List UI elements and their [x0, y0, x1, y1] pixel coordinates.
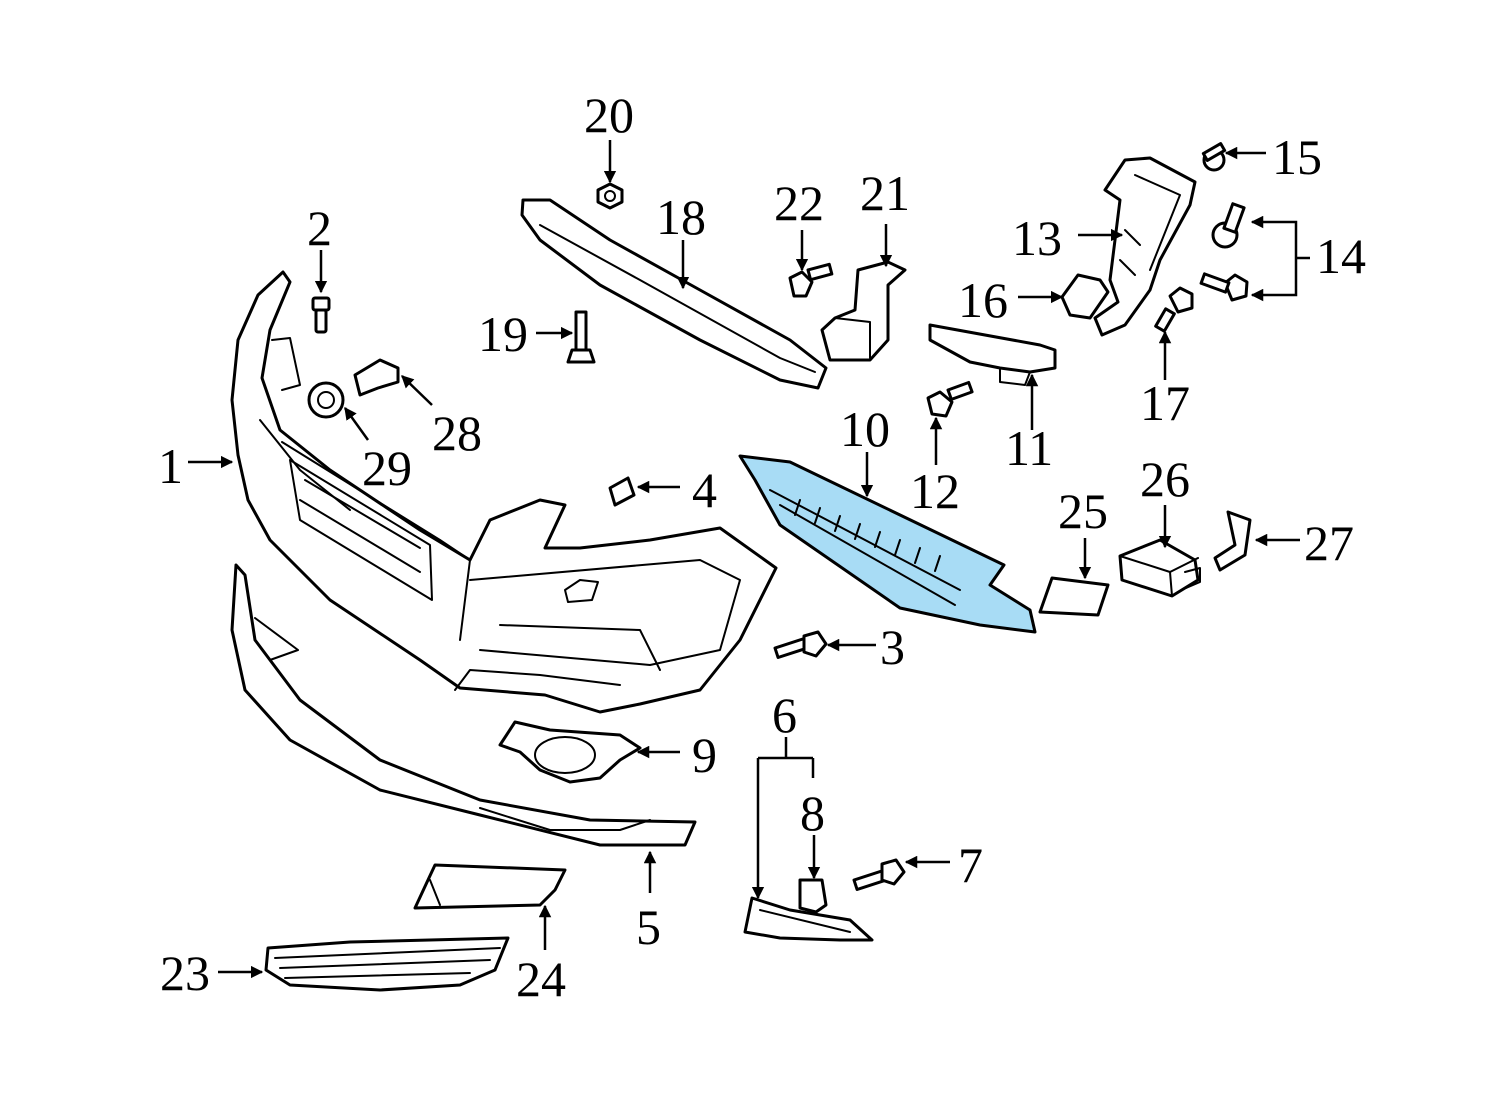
part-13-side-bracket	[1093, 156, 1197, 337]
part-22-bolt	[788, 262, 834, 298]
callout-7: 7	[958, 837, 983, 893]
part-12-bolt	[926, 380, 974, 418]
callout-16: 16	[958, 272, 1008, 328]
callout-17: 17	[1140, 375, 1190, 431]
part-25-plate	[1038, 576, 1110, 617]
callout-12: 12	[910, 463, 960, 519]
part-29-sensor-ring	[307, 381, 345, 419]
callout-24: 24	[516, 951, 566, 1007]
part-5-lower-spoiler	[230, 563, 697, 847]
leader-arrows	[188, 140, 1310, 979]
part-8-clip	[798, 878, 828, 914]
part-28-sensor	[353, 358, 400, 397]
part-23-lower-grille	[264, 936, 510, 992]
part-27-small-bracket	[1213, 510, 1252, 572]
callout-18: 18	[656, 189, 706, 245]
callout-3: 3	[880, 619, 905, 675]
part-21-bracket	[820, 260, 907, 362]
callout-2: 2	[307, 200, 332, 256]
part-16-clip	[1060, 273, 1110, 320]
callout-21: 21	[860, 165, 910, 221]
part-11-absorber	[928, 323, 1057, 386]
part-1-bumper-cover	[230, 270, 778, 714]
callout-5: 5	[636, 899, 661, 955]
callout-15: 15	[1272, 129, 1322, 185]
callout-14: 14	[1316, 228, 1366, 284]
callout-labels: 1 2 3 4 5 6 7 8 9 10 11 12 13 14 15 16 1…	[158, 87, 1366, 1007]
callout-28: 28	[432, 405, 482, 461]
callout-19: 19	[478, 306, 528, 362]
part-9-fog-bracket	[498, 720, 642, 784]
part-10-splash-shield	[738, 454, 1037, 634]
part-7-bolt	[852, 858, 906, 892]
part-2-pin	[311, 296, 331, 334]
part-17-bolt	[1154, 286, 1194, 333]
callout-20: 20	[584, 87, 634, 143]
callout-25: 25	[1058, 483, 1108, 539]
part-24-trim-panel	[413, 863, 567, 910]
callout-8: 8	[800, 785, 825, 841]
callout-26: 26	[1140, 451, 1190, 507]
callout-11: 11	[1005, 420, 1053, 476]
callout-22: 22	[774, 175, 824, 231]
part-6-deflector	[743, 896, 874, 942]
callout-6: 6	[772, 687, 797, 743]
callout-10: 10	[840, 401, 890, 457]
part-14-bolts	[1199, 202, 1249, 302]
callout-29: 29	[362, 440, 412, 496]
part-19-bolt	[566, 310, 596, 364]
part-15-bolt	[1201, 142, 1227, 172]
part-4-clip	[608, 476, 636, 507]
callout-27: 27	[1304, 515, 1354, 571]
callout-13: 13	[1012, 210, 1062, 266]
part-18-impact-bar	[520, 198, 828, 390]
part-26-module	[1118, 538, 1201, 598]
callout-1: 1	[158, 438, 183, 494]
callout-9: 9	[692, 727, 717, 783]
part-20-nut	[596, 182, 624, 210]
part-3-bolt	[773, 630, 828, 660]
callout-23: 23	[160, 945, 210, 1001]
callout-4: 4	[692, 462, 717, 518]
